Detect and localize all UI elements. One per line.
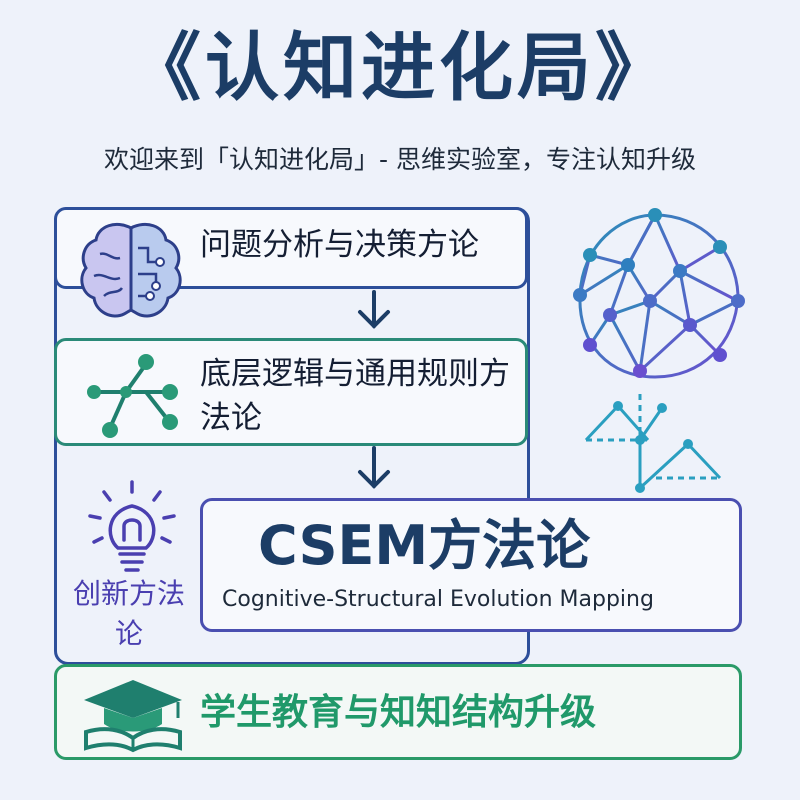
- network-sphere-icon: [573, 208, 745, 379]
- node-tree-icon: [87, 354, 178, 438]
- graph-nodes-icon: [584, 394, 722, 493]
- page-subtitle: 欢迎来到「认知进化局」- 思维实验室，专注认知升级: [104, 145, 696, 174]
- csem-box: [200, 498, 742, 632]
- page-title: 《认知进化局》: [127, 25, 673, 111]
- brain-icon: [80, 223, 182, 318]
- innovation-label: 创新方法论: [72, 577, 185, 650]
- arrow-down-icon: [358, 446, 390, 489]
- arrow-down-icon: [358, 290, 390, 329]
- step-underlying-logic-label: 底层逻辑与通用规则方法论: [200, 356, 510, 436]
- education-label: 学生教育与知知结构升级: [200, 692, 597, 733]
- lightbulb-icon: [88, 480, 176, 572]
- csem-title: CSEM方法论: [258, 514, 591, 577]
- graduation-cap-icon: [84, 680, 182, 753]
- step-problem-analysis-label: 问题分析与决策方论: [200, 227, 479, 263]
- csem-subtitle: Cognitive-Structural Evolution Mapping: [222, 587, 654, 612]
